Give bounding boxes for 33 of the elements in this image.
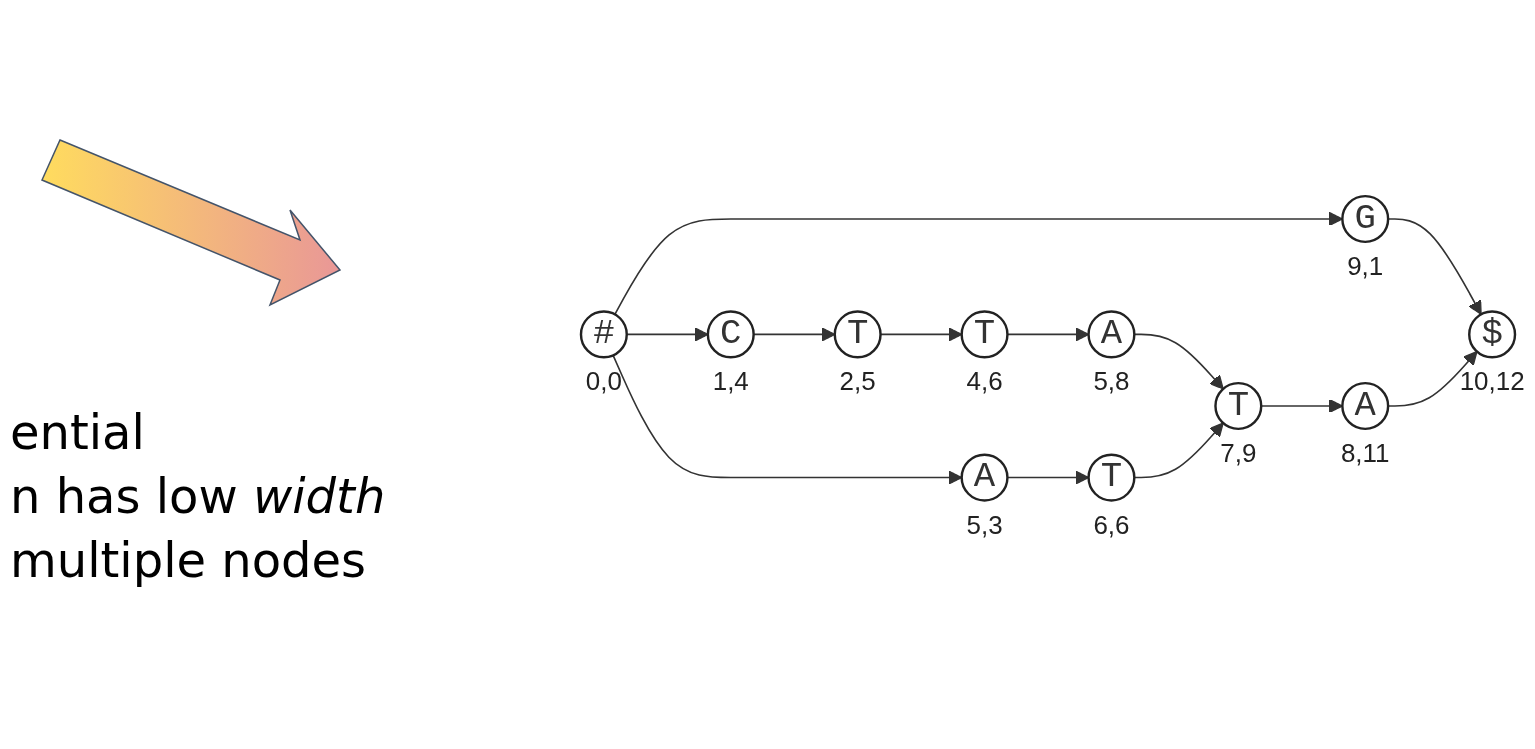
text-line: n has low width [10,467,386,526]
node-caption: 4,6 [966,366,1003,397]
arrow [752,327,835,342]
node-circle: T [1213,381,1262,430]
node-caption: 7,9 [1219,437,1256,468]
arrow [1133,422,1224,479]
node-circle: $ [1467,310,1516,359]
node-circle: A [1340,381,1389,430]
arrow [879,327,962,342]
node-caption: 9,1 [1346,250,1383,281]
node-circle: G [1340,194,1389,243]
arrow [1006,327,1089,342]
text-line: ential [10,403,146,462]
node-circle: A [959,453,1009,502]
node-circle: T [1086,453,1136,502]
node-circle: T [959,310,1009,359]
node-circle: T [833,310,882,359]
node-circle: A [1086,310,1136,359]
node-circle: C [706,310,755,359]
node-caption: 5,8 [1092,366,1129,397]
node-circle: # [579,310,628,359]
node-caption: 10,12 [1459,366,1525,397]
arrow [611,354,962,485]
arrow [1133,333,1224,390]
node-caption: 2,5 [839,366,876,397]
arrow [613,211,1343,316]
node-caption: 0,0 [585,366,622,397]
node-caption: 1,4 [712,366,749,397]
text-line: multiple nodes [10,531,368,590]
node-caption: 8,11 [1340,437,1390,468]
node-caption: 6,6 [1092,509,1129,540]
arrow [1006,470,1089,485]
node-caption: 5,3 [966,509,1003,540]
